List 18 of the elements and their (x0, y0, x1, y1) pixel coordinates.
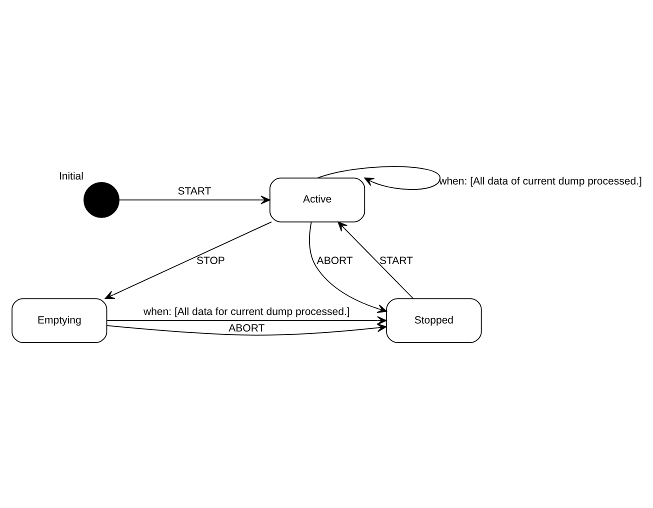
node-circle (84, 181, 120, 218)
node-box: Emptying (12, 298, 108, 342)
arrow (104, 221, 272, 298)
edge-label: ABORT (316, 254, 353, 267)
node-label: Initial (58, 170, 84, 182)
node-box: Active (269, 177, 366, 222)
edge-label: START (178, 184, 212, 197)
edge-label: START (379, 254, 413, 267)
edge-label: ABORT (228, 322, 265, 334)
node-box: Stopped (386, 298, 482, 342)
arrow (106, 316, 387, 324)
edge-label: when: [All data for current dump processed.] (144, 305, 350, 318)
edge-label: STOP (196, 254, 225, 267)
edge-label: when: [All data of current dump processed.] (439, 174, 642, 187)
arrow (106, 322, 387, 336)
arrow (338, 221, 414, 299)
arrow (309, 220, 387, 312)
arrow (118, 195, 270, 204)
